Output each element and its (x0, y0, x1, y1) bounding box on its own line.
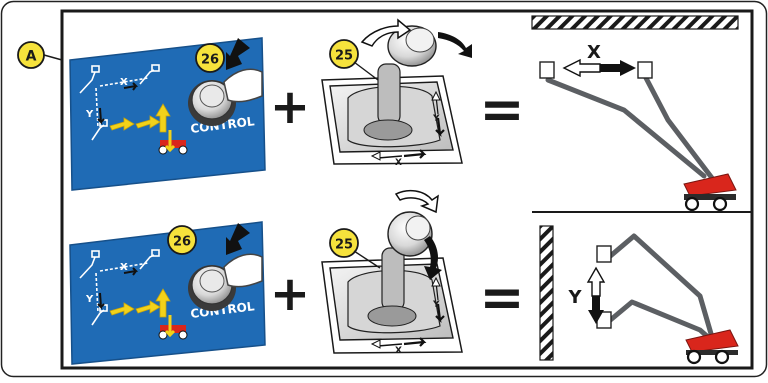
joy-axis-y-bottom: Y (432, 300, 440, 310)
equals-sign-top: = (479, 78, 524, 141)
joy-axis-x-bottom: X (395, 346, 402, 356)
card-axis-x-top: X (120, 77, 128, 88)
callout-26-text-top: 26 (201, 53, 219, 68)
joy-axis-y-top: Y (432, 114, 440, 124)
card-axis-y-bottom: Y (85, 294, 94, 305)
hatched-ceiling-icon (532, 16, 738, 29)
callout-26-text-bottom: 26 (173, 235, 191, 250)
control-card-top: X Y CONTROL (70, 38, 265, 190)
callout-25-text-top: 25 (335, 49, 353, 64)
figure-label-text: A (26, 49, 37, 65)
plus-sign-bottom: + (270, 266, 310, 322)
hatched-wall-icon (540, 226, 553, 360)
callout-26-bottom: 26 (168, 226, 196, 254)
card-axis-y-top: Y (85, 109, 94, 120)
joy-axis-x-top: X (395, 158, 402, 168)
equals-sign-bottom: = (479, 266, 524, 329)
card-axis-x-bottom: X (120, 262, 128, 273)
result-axis-bottom: Y (567, 287, 582, 308)
control-card-bottom: X Y CONTROL (70, 222, 265, 364)
callout-25-text-bottom: 25 (335, 238, 353, 253)
callout-26-top: 26 (196, 44, 224, 72)
result-axis-top: X (587, 42, 601, 63)
plus-sign-top: + (270, 79, 310, 135)
